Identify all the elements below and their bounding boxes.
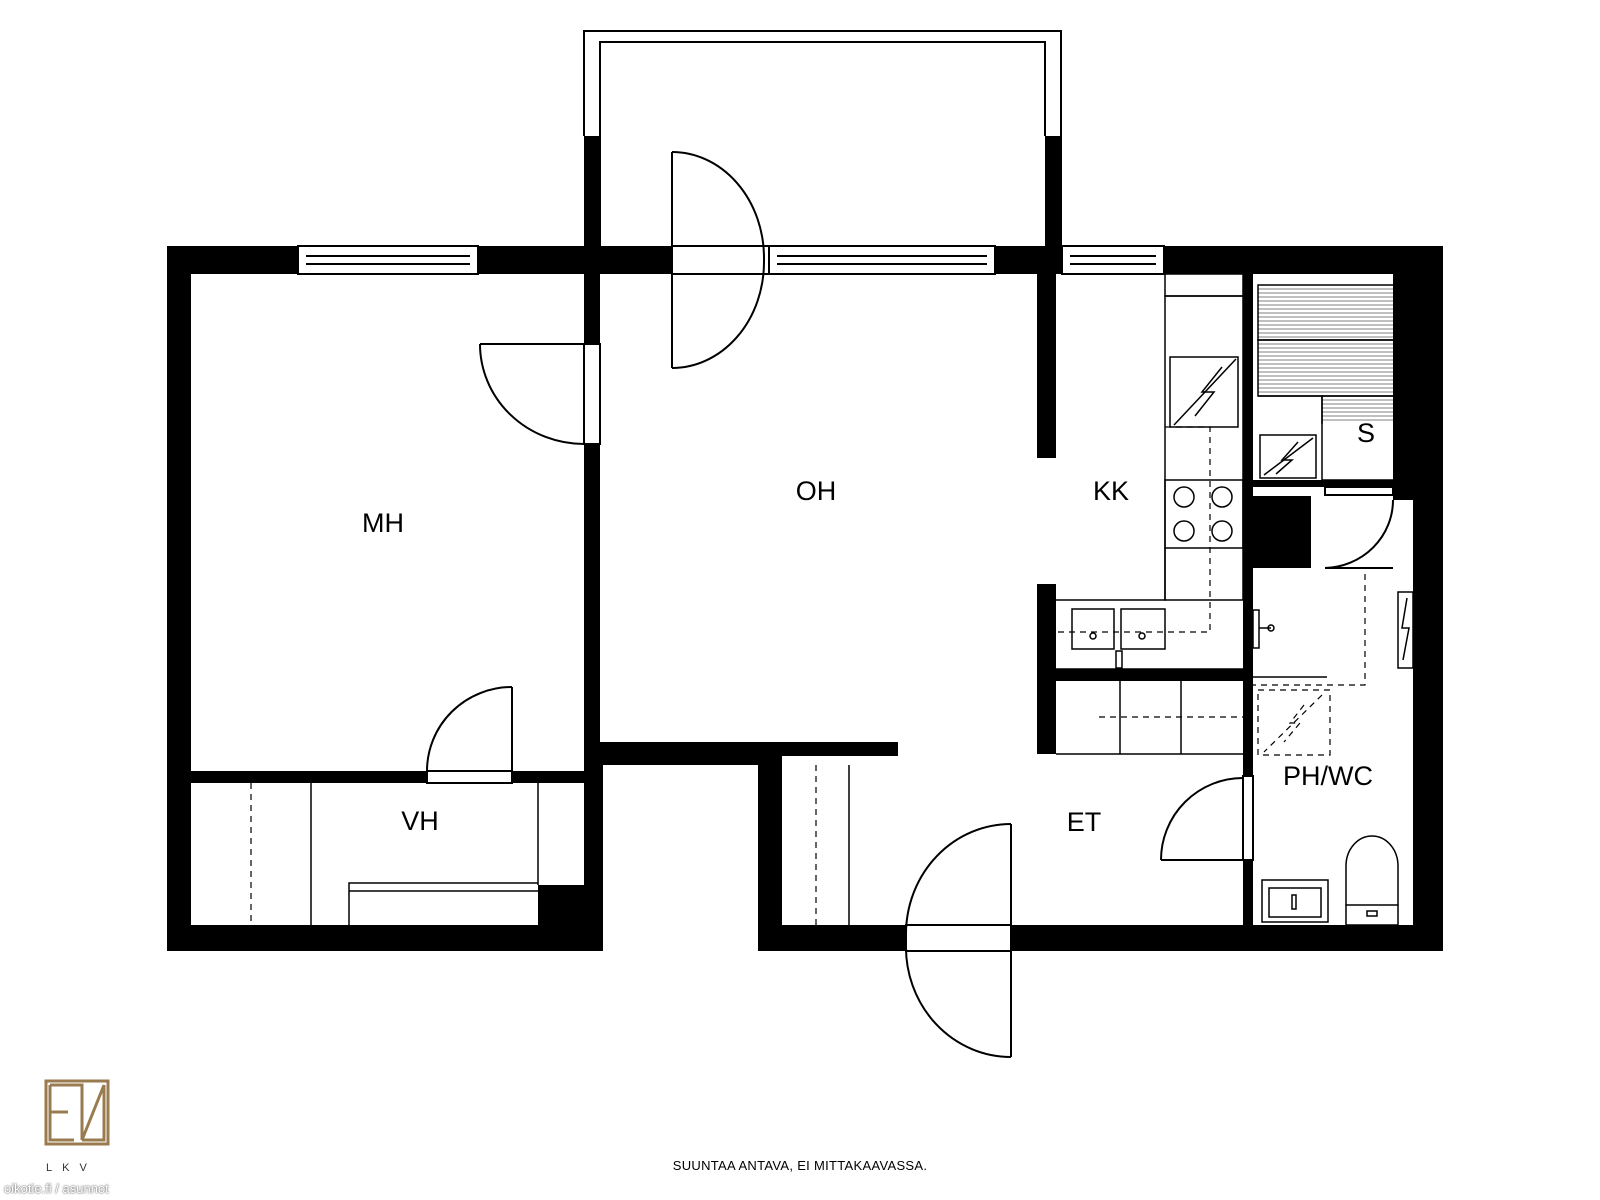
room-label-kk: KK: [1093, 476, 1129, 506]
windows: [297, 245, 1165, 275]
room-label-vh: VH: [401, 806, 439, 836]
sauna-fixtures: [1257, 284, 1400, 481]
bathroom-dashed-lines: [1253, 567, 1366, 756]
company-logo: [44, 1079, 110, 1146]
walls: [167, 246, 1443, 951]
room-label-s: S: [1357, 418, 1375, 448]
bathroom-fixtures: [1252, 591, 1414, 926]
closet-fixtures: [310, 765, 850, 925]
room-label-et: ET: [1067, 807, 1102, 837]
balcony-walls: [584, 136, 1062, 246]
scale-disclaimer: SUUNTAA ANTAVA, EI MITTAKAAVASSA.: [672, 1158, 928, 1173]
room-label-mh: MH: [362, 508, 404, 538]
doors: [426, 151, 1394, 1058]
sauna-bench-hatch: [1258, 288, 1399, 421]
logo-text: LKV: [46, 1162, 97, 1174]
kitchen-fixtures: [1056, 273, 1244, 755]
watermark: oikotie.fi / asunnot: [4, 1181, 109, 1196]
kitchen-dashed-lines: [1056, 426, 1243, 718]
room-label-oh: OH: [796, 476, 837, 506]
balcony: [583, 30, 1062, 136]
closet-dashed-lines: [250, 765, 817, 925]
room-label-phwc: PH/WC: [1283, 761, 1373, 791]
